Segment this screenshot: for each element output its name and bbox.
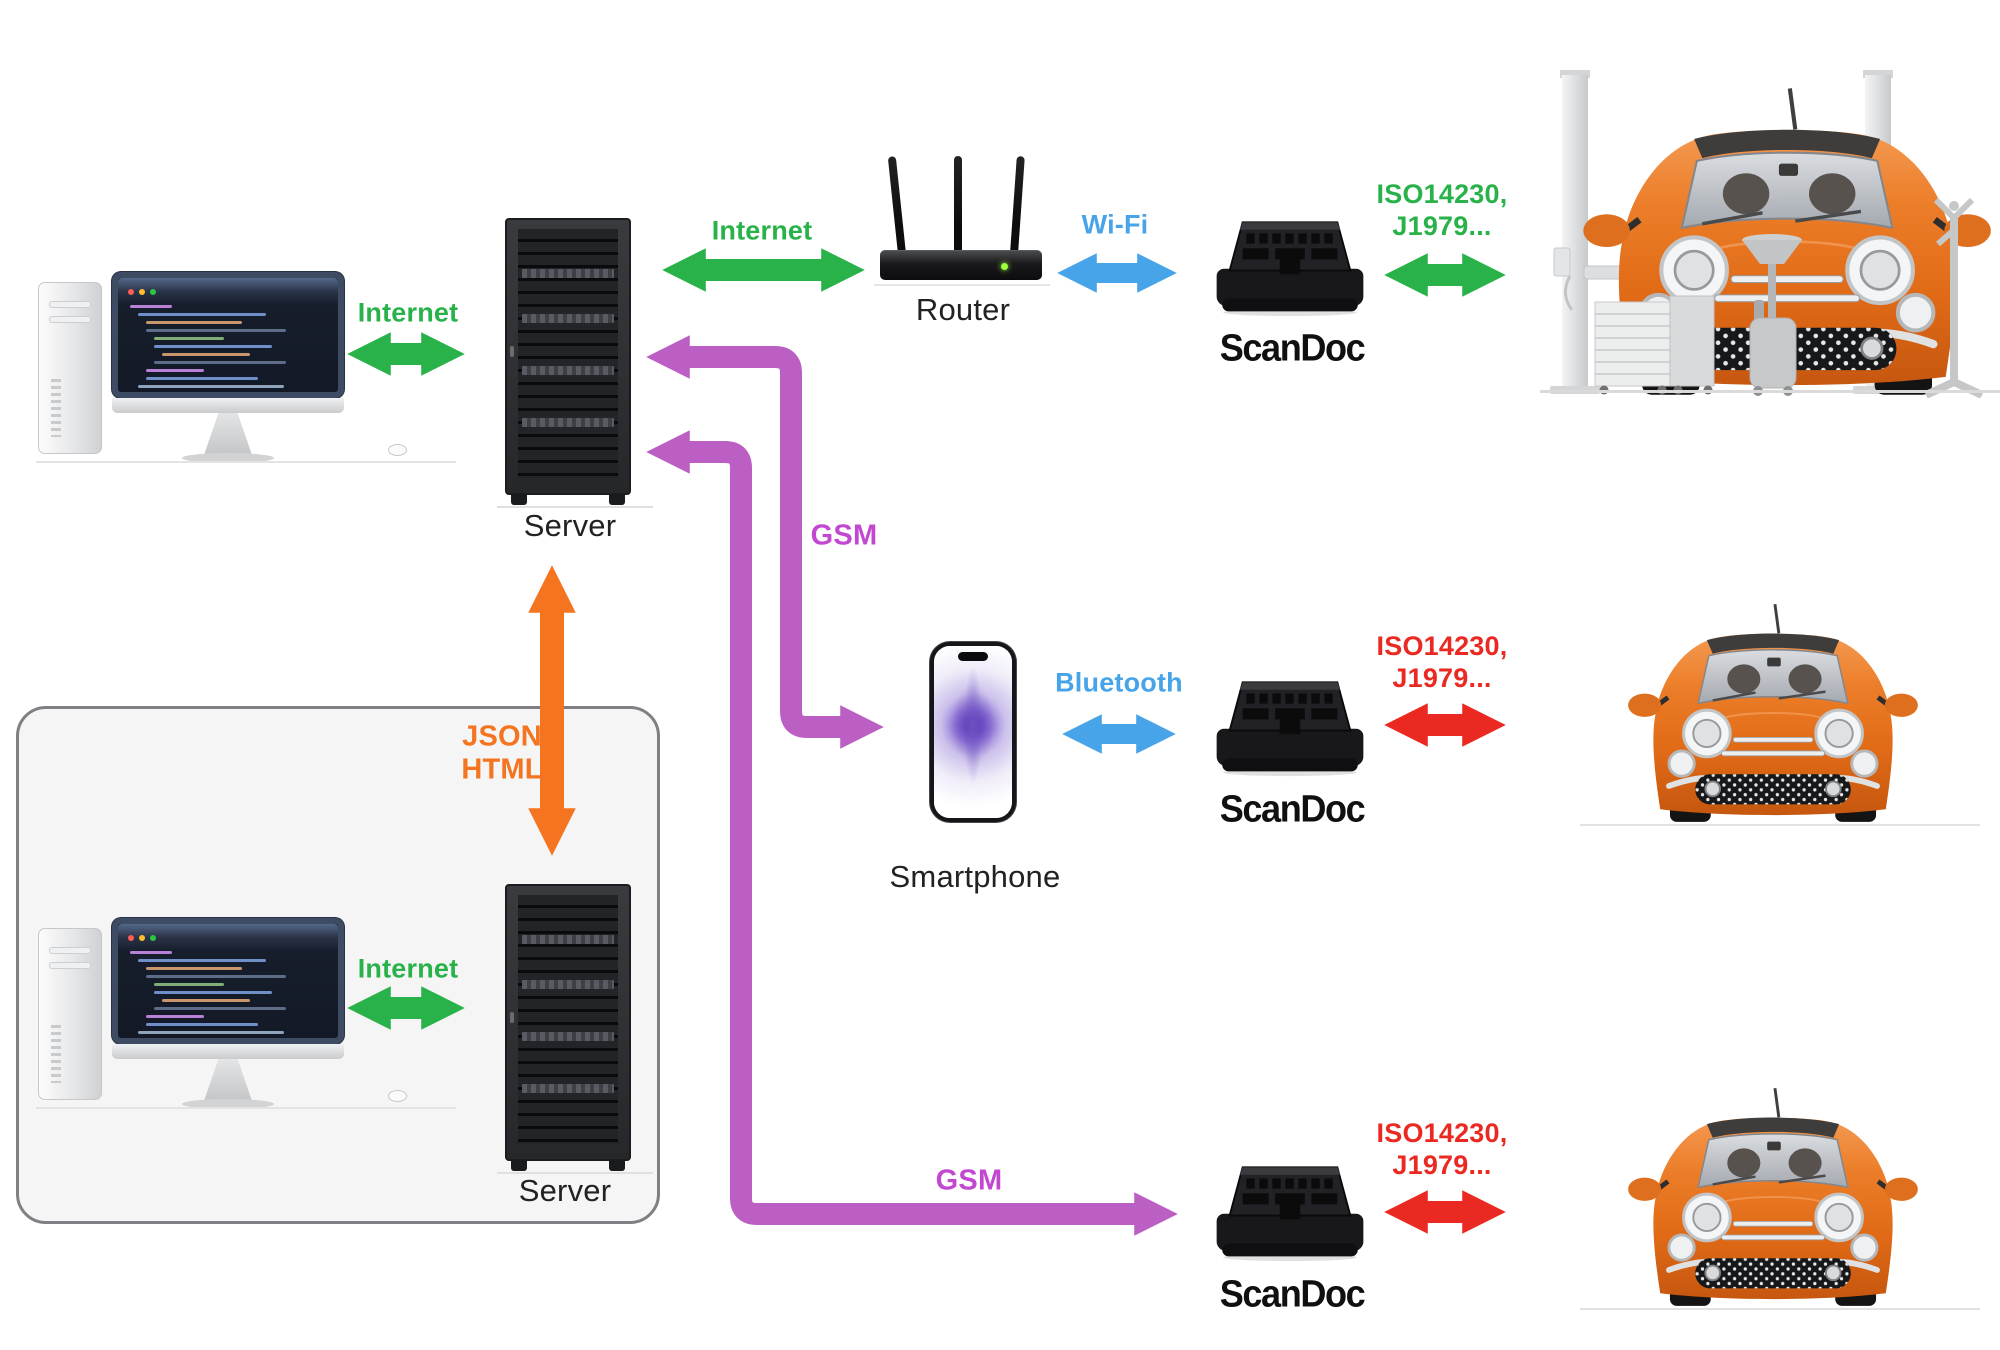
monitor-stand [204, 1059, 252, 1101]
scandoc-label-top: ScanDoc [1219, 327, 1366, 370]
iso-label-top: ISO14230, J1979... [1376, 179, 1508, 241]
html-label: HTML [461, 753, 543, 786]
internet-label-bottom: Internet [357, 953, 459, 984]
smartphone-label: Smartphone [889, 859, 1061, 894]
rack-foot [511, 495, 527, 505]
ground-line [497, 1172, 653, 1174]
ground-line [1580, 824, 1980, 826]
json-label: JSON [462, 720, 542, 753]
monitor-chin [112, 398, 344, 413]
dynamic-island [958, 652, 988, 661]
car-orange-bottom [1598, 1086, 1948, 1310]
gsm-label-direct: GSM [935, 1164, 1003, 1197]
window-zoom-dot [150, 289, 156, 295]
code-editor-screen [118, 278, 338, 392]
iso-label-bottom: ISO14230, J1979... [1376, 1118, 1508, 1180]
window-minimize-dot [139, 289, 145, 295]
gsm-label-smartphone: GSM [810, 519, 878, 552]
monitor-base [182, 1099, 274, 1109]
rack-units [518, 895, 618, 1144]
code-lines [128, 300, 330, 392]
bluetooth-label: Bluetooth [1055, 667, 1183, 698]
window-close-dot [128, 289, 134, 295]
code-editor-screen [118, 924, 338, 1038]
router-body [880, 250, 1042, 280]
window-close-dot [128, 935, 134, 941]
rack-foot [609, 495, 625, 505]
ground-line [874, 284, 1050, 286]
mouse [388, 444, 407, 456]
computer-tower [38, 282, 102, 454]
router-antenna-icon [887, 156, 906, 255]
code-lines [128, 946, 330, 1038]
router [874, 142, 1050, 302]
router-label: Router [915, 292, 1011, 327]
ground-line [1580, 1308, 1980, 1310]
oil-drainer [1742, 234, 1802, 396]
wifi-label: Wi-Fi [1081, 209, 1149, 240]
flower-wallpaper [934, 646, 1012, 818]
window-minimize-dot [139, 935, 145, 941]
desktop-computer-top [36, 272, 456, 468]
server-rack-bottom [497, 884, 653, 1174]
monitor-base [182, 453, 274, 463]
monitor-stand [204, 413, 252, 455]
tool-cabinet [1594, 295, 1715, 395]
scandoc-obd-adapter-bluetooth [1206, 673, 1374, 777]
rack-door-handle [510, 1011, 514, 1023]
iso-label-middle: ISO14230, J1979... [1376, 631, 1508, 693]
mouse [388, 1090, 407, 1102]
internet-label-top: Internet [357, 297, 459, 328]
ground-line [1540, 390, 2000, 393]
router-antenna-icon [954, 156, 962, 254]
scandoc-label-middle: ScanDoc [1219, 788, 1366, 831]
transmission-jack [1924, 197, 1984, 398]
gsm-arrow-direct [646, 430, 1178, 1236]
monitor-chin [112, 1044, 344, 1059]
rack-foot [511, 1161, 527, 1171]
ground-line [36, 461, 456, 463]
router-led [1001, 263, 1008, 270]
car-on-lift-scene [1540, 70, 2000, 398]
rack-cabinet [505, 884, 631, 1161]
window-zoom-dot [150, 935, 156, 941]
ground-line [36, 1107, 456, 1109]
car-orange-middle [1598, 602, 1948, 826]
computer-tower [38, 928, 102, 1100]
internet-label-router: Internet [711, 215, 813, 246]
ground-line [497, 506, 653, 508]
server-rack-top [497, 218, 653, 508]
smartphone [930, 642, 1016, 822]
scandoc-obd-adapter-gsm [1206, 1158, 1374, 1262]
scandoc-obd-adapter-wifi [1206, 213, 1374, 317]
server-top-label: Server [523, 508, 617, 543]
rack-cabinet [505, 218, 631, 495]
rack-units [518, 229, 618, 478]
rack-door-handle [510, 345, 514, 357]
scandoc-label-bottom: ScanDoc [1219, 1273, 1366, 1316]
desktop-computer-bottom [36, 918, 456, 1114]
router-antenna-icon [1010, 155, 1025, 255]
server-bottom-label: Server [518, 1173, 612, 1208]
rack-foot [609, 1161, 625, 1171]
